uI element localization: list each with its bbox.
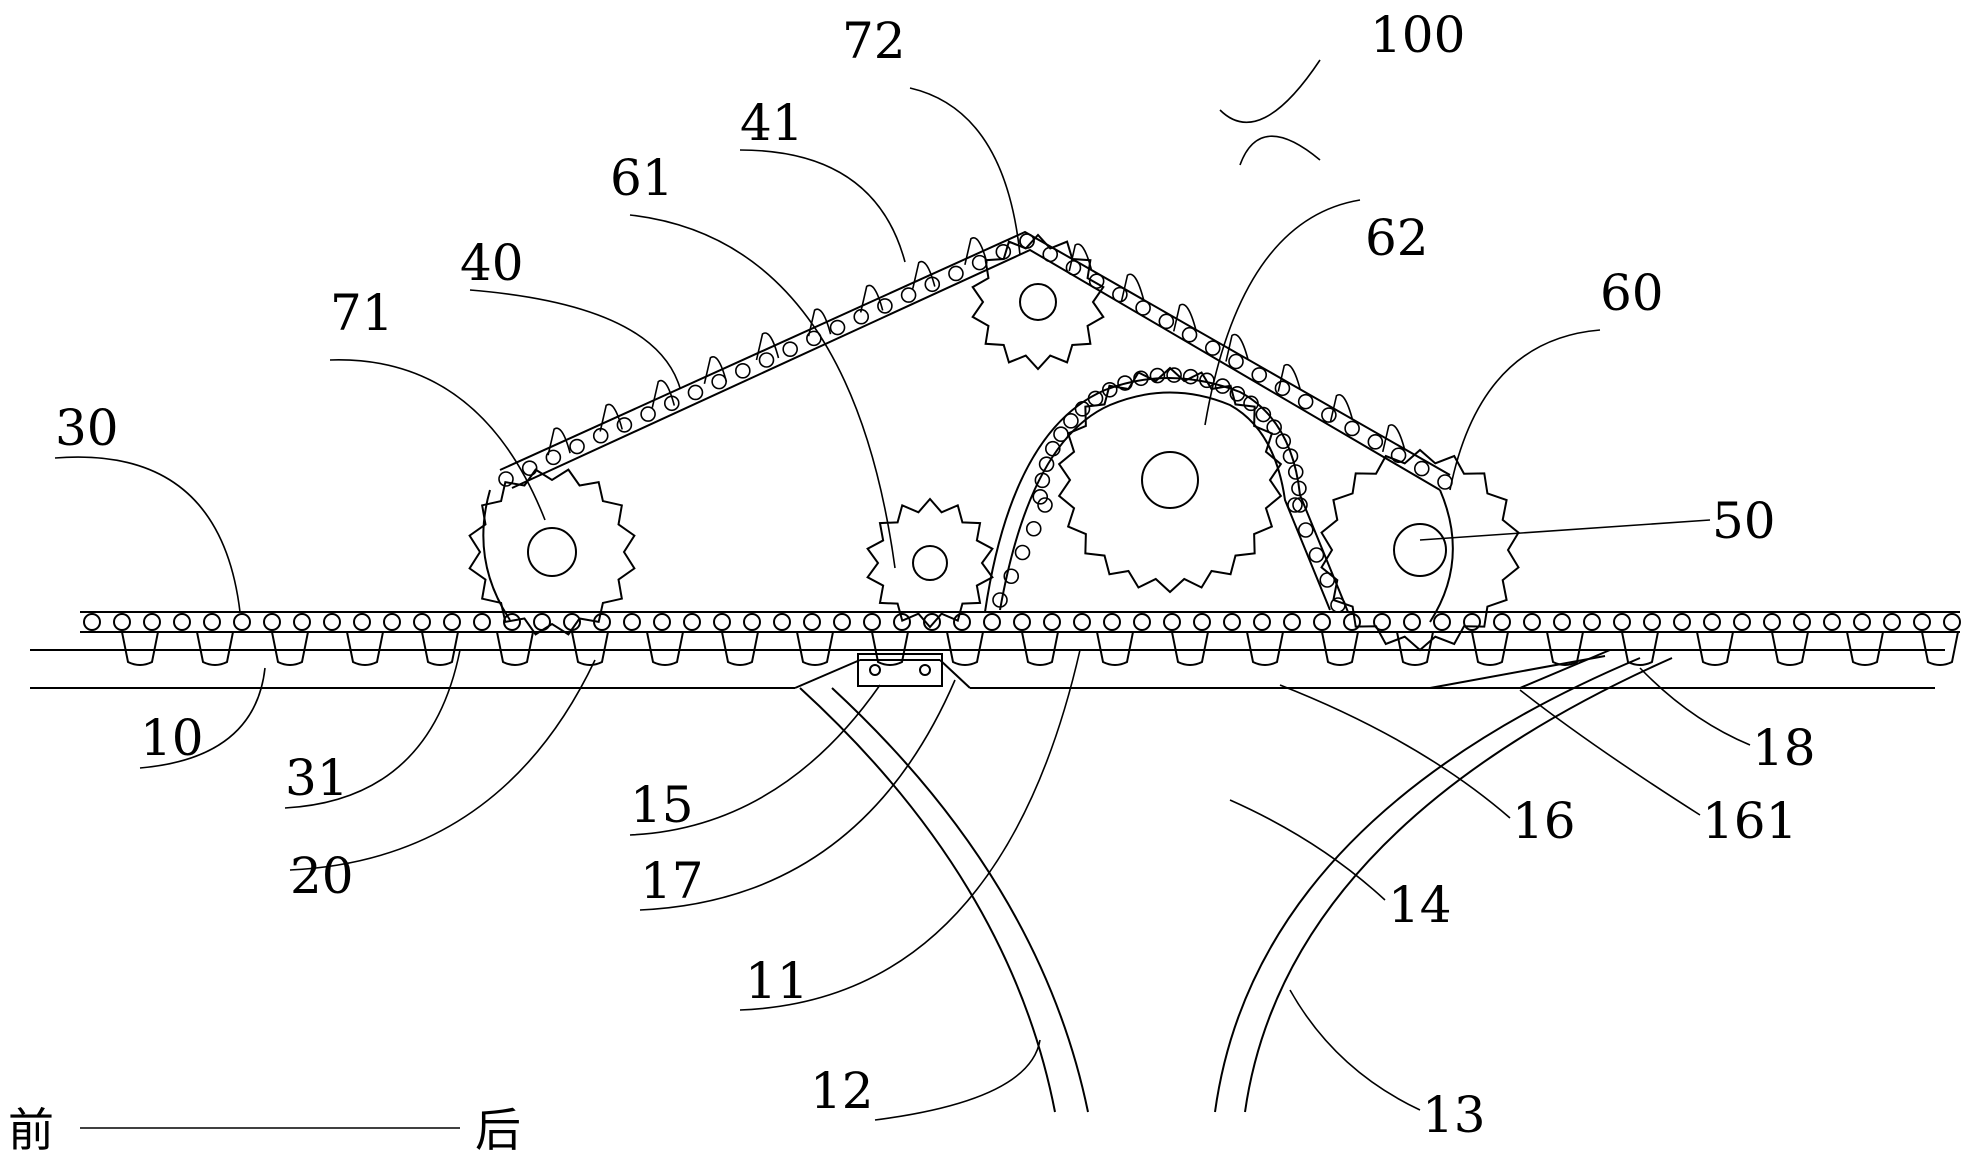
label-72: 72 <box>842 12 906 70</box>
bracket-15 <box>857 653 943 687</box>
label-15: 15 <box>630 776 694 834</box>
label-12: 12 <box>810 1062 874 1120</box>
label-20: 20 <box>290 847 354 905</box>
sprockets <box>468 233 1520 652</box>
label-60: 60 <box>1600 264 1664 322</box>
label-161: 161 <box>1702 792 1797 850</box>
label-30: 30 <box>55 399 119 457</box>
label-10: 10 <box>140 709 204 767</box>
sprocket-60 <box>1320 448 1520 652</box>
chain-62-links <box>992 367 1346 613</box>
label-71: 71 <box>330 284 394 342</box>
direction-indicator: 前 后 <box>8 1103 521 1157</box>
label-16: 16 <box>1512 792 1576 850</box>
lower-chain-30 <box>80 611 1961 666</box>
upper-chain-40 <box>482 230 1454 623</box>
sprocket-61 <box>866 497 994 629</box>
frame-rails <box>30 649 1945 689</box>
label-17: 17 <box>640 852 704 910</box>
upper-chain-links <box>498 233 1453 490</box>
label-50: 50 <box>1712 492 1776 550</box>
label-41: 41 <box>740 94 804 152</box>
label-13: 13 <box>1422 1086 1486 1144</box>
label-31: 31 <box>285 749 349 807</box>
sprocket-62 <box>1057 366 1283 594</box>
label-100: 100 <box>1370 6 1465 64</box>
chain-around-62 <box>984 377 1349 613</box>
wheel-arcs <box>799 657 1673 1113</box>
label-11: 11 <box>745 952 809 1010</box>
label-14: 14 <box>1388 876 1452 934</box>
leader-lines <box>54 59 1751 1129</box>
label-61: 61 <box>610 149 674 207</box>
reference-labels: 100 72 41 61 62 40 71 60 30 50 10 31 15 … <box>55 6 1816 1144</box>
sprocket-72 <box>971 233 1105 371</box>
label-40: 40 <box>460 234 524 292</box>
direction-front: 前 <box>8 1103 54 1157</box>
direction-rear: 后 <box>475 1103 521 1157</box>
sprocket-71 <box>468 468 636 636</box>
label-62: 62 <box>1365 209 1429 267</box>
label-18: 18 <box>1752 719 1816 777</box>
